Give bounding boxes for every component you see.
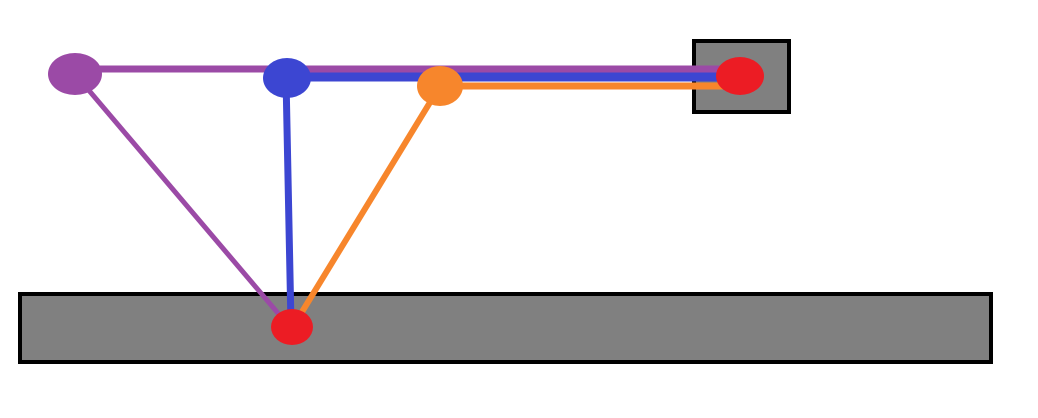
anchor-pivot bbox=[716, 57, 764, 95]
purple-link-to-ground bbox=[72, 71, 291, 328]
purple-joint bbox=[48, 53, 102, 95]
blue-link-to-ground bbox=[282, 74, 295, 329]
ground-pivot bbox=[271, 309, 313, 345]
ground-block bbox=[18, 292, 993, 364]
orange-joint bbox=[417, 66, 463, 106]
blue-joint bbox=[263, 58, 311, 98]
orange-link-to-ground bbox=[291, 83, 443, 328]
